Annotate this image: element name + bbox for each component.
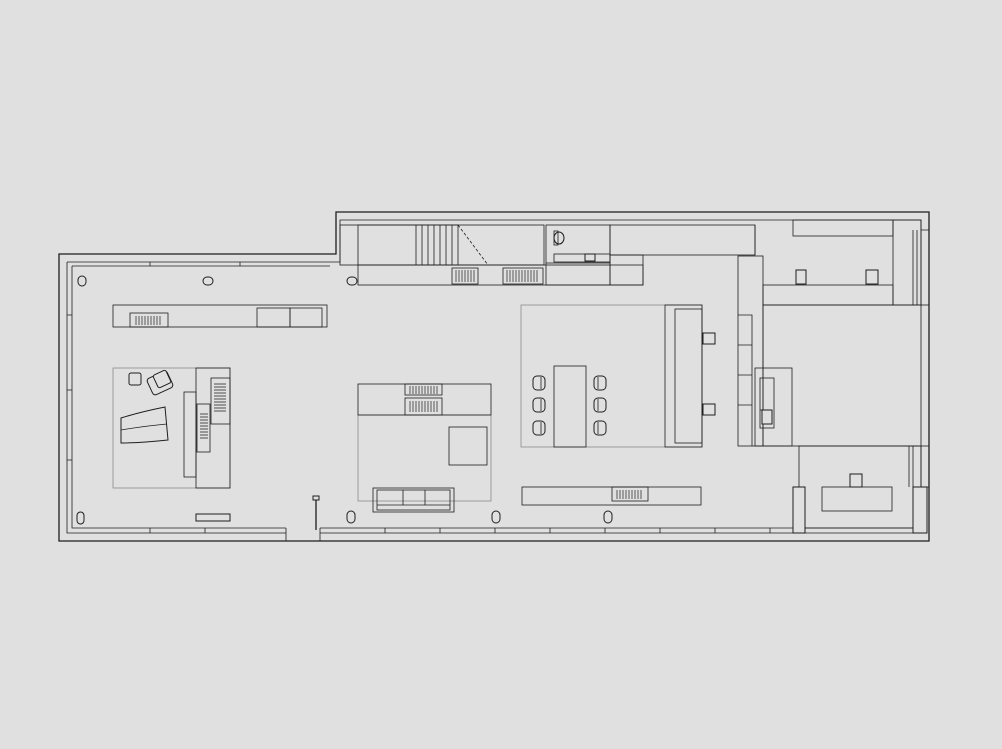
bench — [195, 513, 231, 522]
coffee-table — [120, 406, 169, 444]
dining-chair — [532, 375, 607, 436]
desk — [792, 445, 928, 534]
sideboard — [521, 304, 716, 506]
tv-unit — [183, 367, 231, 489]
bathroom — [545, 224, 756, 286]
bedroom-wardrobe — [737, 219, 930, 447]
side-table — [448, 426, 488, 466]
column — [76, 275, 613, 530]
outer-wall — [58, 211, 930, 542]
wall-cabinet — [112, 304, 328, 328]
kitchen-counter — [357, 383, 492, 416]
staircase — [339, 224, 644, 286]
balcony-rail — [921, 229, 929, 488]
dining-table — [553, 365, 587, 448]
sofa — [372, 487, 455, 513]
armchair — [128, 369, 174, 396]
